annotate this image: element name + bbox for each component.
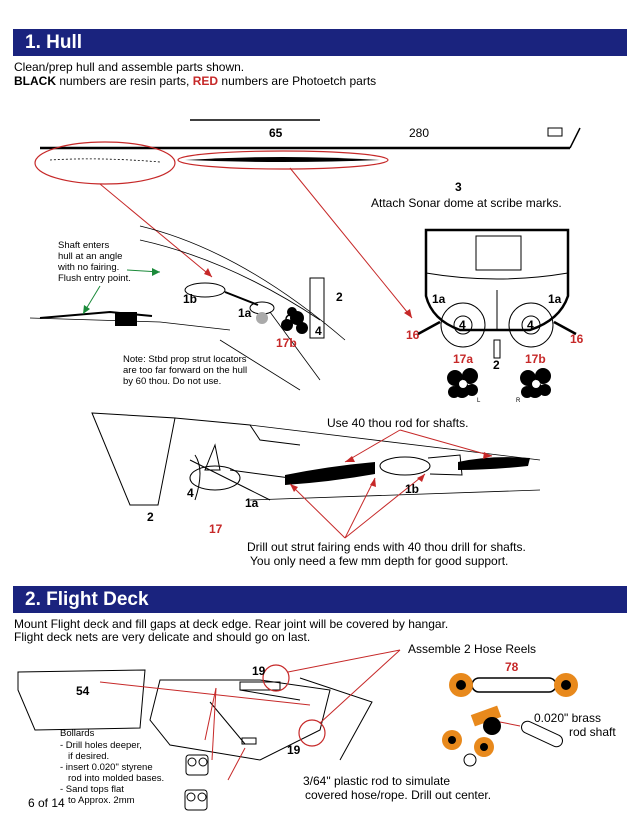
- brass-note-1: 0.020" brass: [534, 711, 601, 725]
- bollards-note-5: - Sand tops flat: [60, 784, 124, 795]
- shaft-note-4: Flush entry point.: [58, 273, 131, 284]
- stern-2-label: 2: [493, 358, 500, 372]
- bollards-note-2: if desired.: [68, 751, 110, 762]
- rod-note: Use 40 thou rod for shafts.: [327, 416, 469, 430]
- red-word: RED: [192, 74, 219, 88]
- side-4-label: 4: [187, 486, 194, 500]
- hull-number-65: 65: [269, 126, 283, 140]
- hull-number-280: 280: [409, 126, 430, 140]
- part-78-label: 78: [505, 660, 519, 674]
- deck-intro-line2: Flight deck nets are very delicate and s…: [14, 630, 311, 644]
- part-16-left: 16: [406, 328, 420, 342]
- bollards-note-4: rod into molded bases.: [68, 773, 165, 784]
- part-2-label: 2: [336, 290, 343, 304]
- deck-intro-line1: Mount Flight deck and fill gaps at deck …: [14, 617, 449, 631]
- stern-1a-left: 1a: [432, 292, 446, 306]
- stern-17b-label: 17b: [525, 352, 546, 366]
- shaft-note-1: Shaft enters: [58, 240, 110, 251]
- prop-l-label: L: [477, 398, 481, 404]
- part-17a-label: 17a: [453, 352, 474, 366]
- stbd-note-3: by 60 thou. Do not use.: [123, 376, 222, 387]
- part-1b-label: 1b: [183, 292, 198, 306]
- hull-intro-line1: Clean/prep hull and assemble parts shown…: [14, 60, 245, 74]
- side-1b-label: 1b: [405, 482, 420, 496]
- stbd-note-2: are too far forward on the hull: [123, 365, 248, 376]
- part-16-right: 16: [570, 332, 584, 346]
- black-word: BLACK: [14, 74, 56, 88]
- sonar-part-label: 3: [455, 180, 462, 194]
- part-4-label: 4: [315, 324, 322, 338]
- prop-r-label: R: [516, 398, 521, 404]
- section-header-flight-deck: 2. Flight Deck: [13, 586, 627, 613]
- stern-1a-right: 1a: [548, 292, 562, 306]
- side-1a-label: 1a: [245, 496, 259, 510]
- sonar-note: Attach Sonar dome at scribe marks.: [371, 196, 562, 210]
- stbd-note-1: Note: Stbd prop strut locators: [123, 354, 247, 365]
- bollards-title: Bollards: [60, 728, 95, 739]
- drill-note-1: Drill out strut fairing ends with 40 tho…: [247, 540, 526, 554]
- bollards-note-3: - insert 0.020" styrene: [60, 762, 153, 773]
- part-19-top: 19: [252, 664, 266, 678]
- shaft-note-2: hull at an angle: [58, 251, 123, 262]
- bollards-note-1: - Drill holes deeper,: [60, 740, 142, 751]
- part-17b-label: 17b: [276, 336, 297, 350]
- hose-reel-note: Assemble 2 Hose Reels: [408, 642, 537, 656]
- page-number: 6 of 14: [28, 796, 65, 810]
- plastic-rod-note-2: covered hose/rope. Drill out center.: [305, 788, 492, 802]
- deck-part-54: 54: [76, 684, 90, 698]
- section-header-hull: 1. Hull: [13, 29, 627, 56]
- stern-4-right: 4: [527, 318, 534, 332]
- side-17-label: 17: [209, 522, 223, 536]
- side-2-label: 2: [147, 510, 154, 524]
- bollards-note-6: to Approx. 2mm: [68, 795, 135, 806]
- shaft-note-3: with no fairing.: [58, 262, 120, 273]
- plastic-rod-note-1: 3/64" plastic rod to simulate: [303, 774, 450, 788]
- stern-4-left: 4: [459, 318, 466, 332]
- intro-end: numbers are Photoetch parts: [218, 74, 377, 88]
- drill-note-2: You only need a few mm depth for good su…: [250, 554, 509, 568]
- hull-intro-line2: BLACK numbers are resin parts, RED numbe…: [14, 74, 376, 88]
- intro-mid: numbers are resin parts,: [56, 74, 193, 88]
- part-1a-label: 1a: [238, 306, 252, 320]
- brass-note-2: rod shaft: [569, 725, 616, 739]
- part-19-bottom: 19: [287, 743, 301, 757]
